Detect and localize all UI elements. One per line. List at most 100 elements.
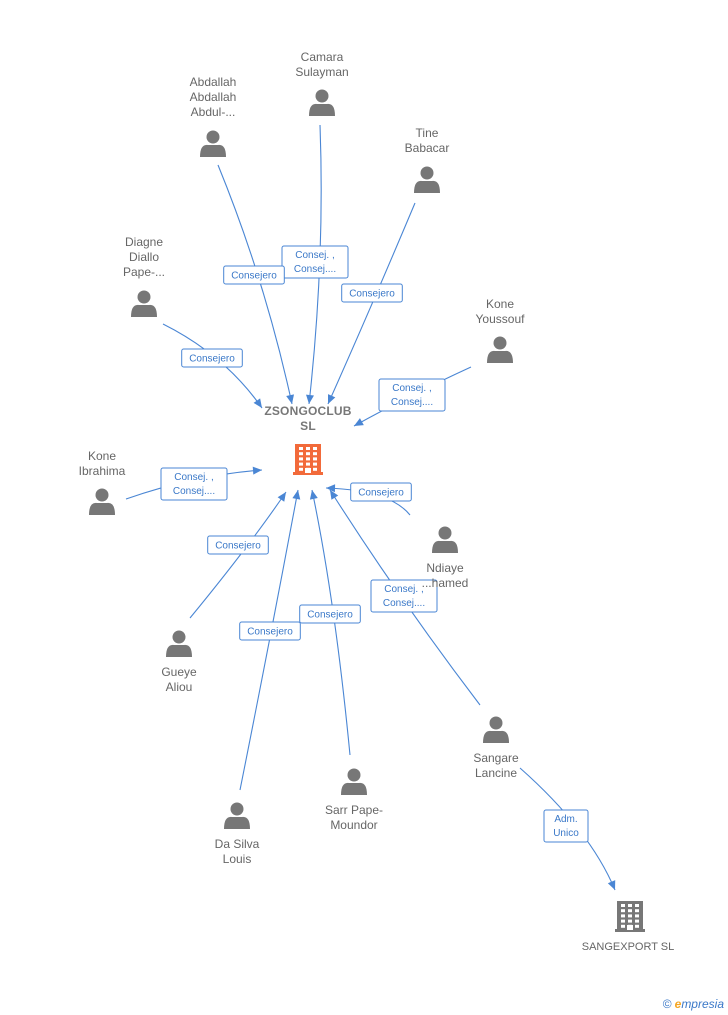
- edge-label-box: [299, 604, 361, 624]
- edge-label-kone_y[interactable]: Consej. , Consej....: [378, 378, 446, 412]
- edge-label-ndiaye[interactable]: Consejero: [350, 482, 412, 502]
- person-node-ndiaye[interactable]: Ndiaye...hamed: [422, 526, 469, 591]
- person-name-line: Ndiaye: [426, 561, 464, 575]
- edge-label-box: [378, 378, 446, 412]
- edge-label-camara[interactable]: Consej. , Consej....: [281, 245, 349, 279]
- person-name-line: Tine: [416, 126, 439, 140]
- person-icon: [224, 802, 250, 829]
- person-icon: [414, 166, 440, 193]
- person-icon: [89, 488, 115, 515]
- person-icon: [200, 130, 226, 157]
- edge-arrowhead-diagne: [253, 398, 262, 408]
- person-name-line: Aliou: [166, 680, 193, 694]
- edge-label-text: Consejero: [189, 354, 235, 365]
- edge-label-text: Consej....: [383, 598, 425, 609]
- edge-label-text: Consej....: [294, 264, 336, 275]
- edge-label-text: Adm.: [554, 814, 577, 825]
- edges-layer: [125, 124, 616, 891]
- person-name-line: Camara: [301, 50, 344, 64]
- person-name-line: Abdallah: [190, 90, 237, 104]
- edge-label-gueye[interactable]: Consejero: [207, 535, 269, 555]
- edge-label-sangexport[interactable]: Adm. Unico: [543, 809, 589, 843]
- edge-label-text: Consejero: [215, 541, 261, 552]
- person-node-abdallah[interactable]: AbdallahAbdallahAbdul-...: [190, 75, 237, 157]
- person-name-line: Sarr Pape-: [325, 803, 383, 817]
- person-node-sarr[interactable]: Sarr Pape-Moundor: [325, 768, 383, 833]
- person-name-line: Lancine: [475, 766, 517, 780]
- person-name-line: Diallo: [129, 250, 159, 264]
- person-name-line: Gueye: [161, 665, 197, 679]
- edge-label-text: Consej. ,: [174, 472, 213, 483]
- edge-label-box: [239, 621, 301, 641]
- edge-arrowhead-tine: [328, 394, 336, 404]
- edge-line-tine: [327, 202, 416, 405]
- company-node-sangexport[interactable]: SANGEXPORT SL: [582, 901, 675, 953]
- edge-label-text: Consej. ,: [295, 250, 334, 261]
- edge-label-box: [370, 579, 438, 613]
- person-icon: [487, 336, 513, 363]
- person-name-line: Pape-...: [123, 265, 165, 279]
- person-name-line: Da Silva: [215, 837, 260, 851]
- edge-arrowhead-dasilva: [292, 490, 301, 500]
- brand-initial: e: [674, 997, 682, 1011]
- company-name-line: ZSONGOCLUB: [264, 404, 351, 418]
- person-name-line: Abdul-...: [191, 105, 236, 119]
- edge-label-text: Consej....: [391, 397, 433, 408]
- edge-label-text: Consejero: [358, 488, 404, 499]
- edge-arrowhead-sangare: [330, 490, 339, 500]
- edge-label-text: Consejero: [349, 289, 395, 300]
- person-icon: [131, 290, 157, 317]
- edge-label-text: Consejero: [247, 627, 293, 638]
- edge-label-box: [281, 245, 349, 279]
- person-name-line: Kone: [88, 449, 116, 463]
- copyright-symbol: ©: [662, 997, 672, 1011]
- person-icon: [166, 630, 192, 657]
- person-name-line: Youssouf: [476, 312, 526, 326]
- edge-arrowhead-kone_y: [354, 418, 364, 426]
- edge-label-diagne[interactable]: Consejero: [181, 348, 243, 368]
- person-name-line: Sangare: [473, 751, 519, 765]
- edge-label-box: [223, 265, 285, 285]
- edge-label-box: [350, 482, 412, 502]
- edge-arrowhead-camara: [306, 394, 314, 404]
- company-name-line: SANGEXPORT SL: [582, 941, 675, 953]
- edge-label-sarr[interactable]: Consejero: [299, 604, 361, 624]
- person-name-line: Babacar: [405, 141, 450, 155]
- edge-arrowhead-ndiaye: [326, 484, 336, 493]
- person-name-line: Diagne: [125, 235, 163, 249]
- building-icon: [615, 901, 645, 932]
- company-name-line: SL: [300, 419, 316, 433]
- person-name-line: Abdallah: [190, 75, 237, 89]
- edge-label-text: Consej. ,: [392, 383, 431, 394]
- edge-label-dasilva[interactable]: Consejero: [239, 621, 301, 641]
- edge-arrowhead-gueye: [277, 492, 286, 502]
- edge-label-box: [181, 348, 243, 368]
- edge-label-tine[interactable]: Consejero: [341, 283, 403, 303]
- edge-arrowhead-kone_i: [252, 466, 262, 475]
- edge-label-box: [341, 283, 403, 303]
- person-icon: [341, 768, 367, 795]
- edge-label-text: Unico: [553, 828, 579, 839]
- brand-watermark: ©empresia: [663, 997, 724, 1011]
- edge-label-sangare[interactable]: Consej. ,Consej....: [370, 579, 438, 613]
- edge-label-kone_i[interactable]: Consej. , Consej....: [160, 467, 228, 501]
- edge-label-abdallah[interactable]: Consejero: [223, 265, 285, 285]
- edge-label-text: Consejero: [307, 610, 353, 621]
- person-name-line: Kone: [486, 297, 514, 311]
- person-node-diagne[interactable]: DiagneDialloPape-...: [123, 235, 165, 317]
- edge-line-gueye: [189, 491, 287, 619]
- person-name-line: Louis: [223, 852, 252, 866]
- edge-label-text: Consej....: [173, 486, 215, 497]
- person-name-line: ...hamed: [422, 576, 469, 590]
- nodes-layer: CamaraSulaymanAbdallahAbdallahAbdul-...T…: [79, 50, 675, 953]
- building-icon: [293, 444, 323, 475]
